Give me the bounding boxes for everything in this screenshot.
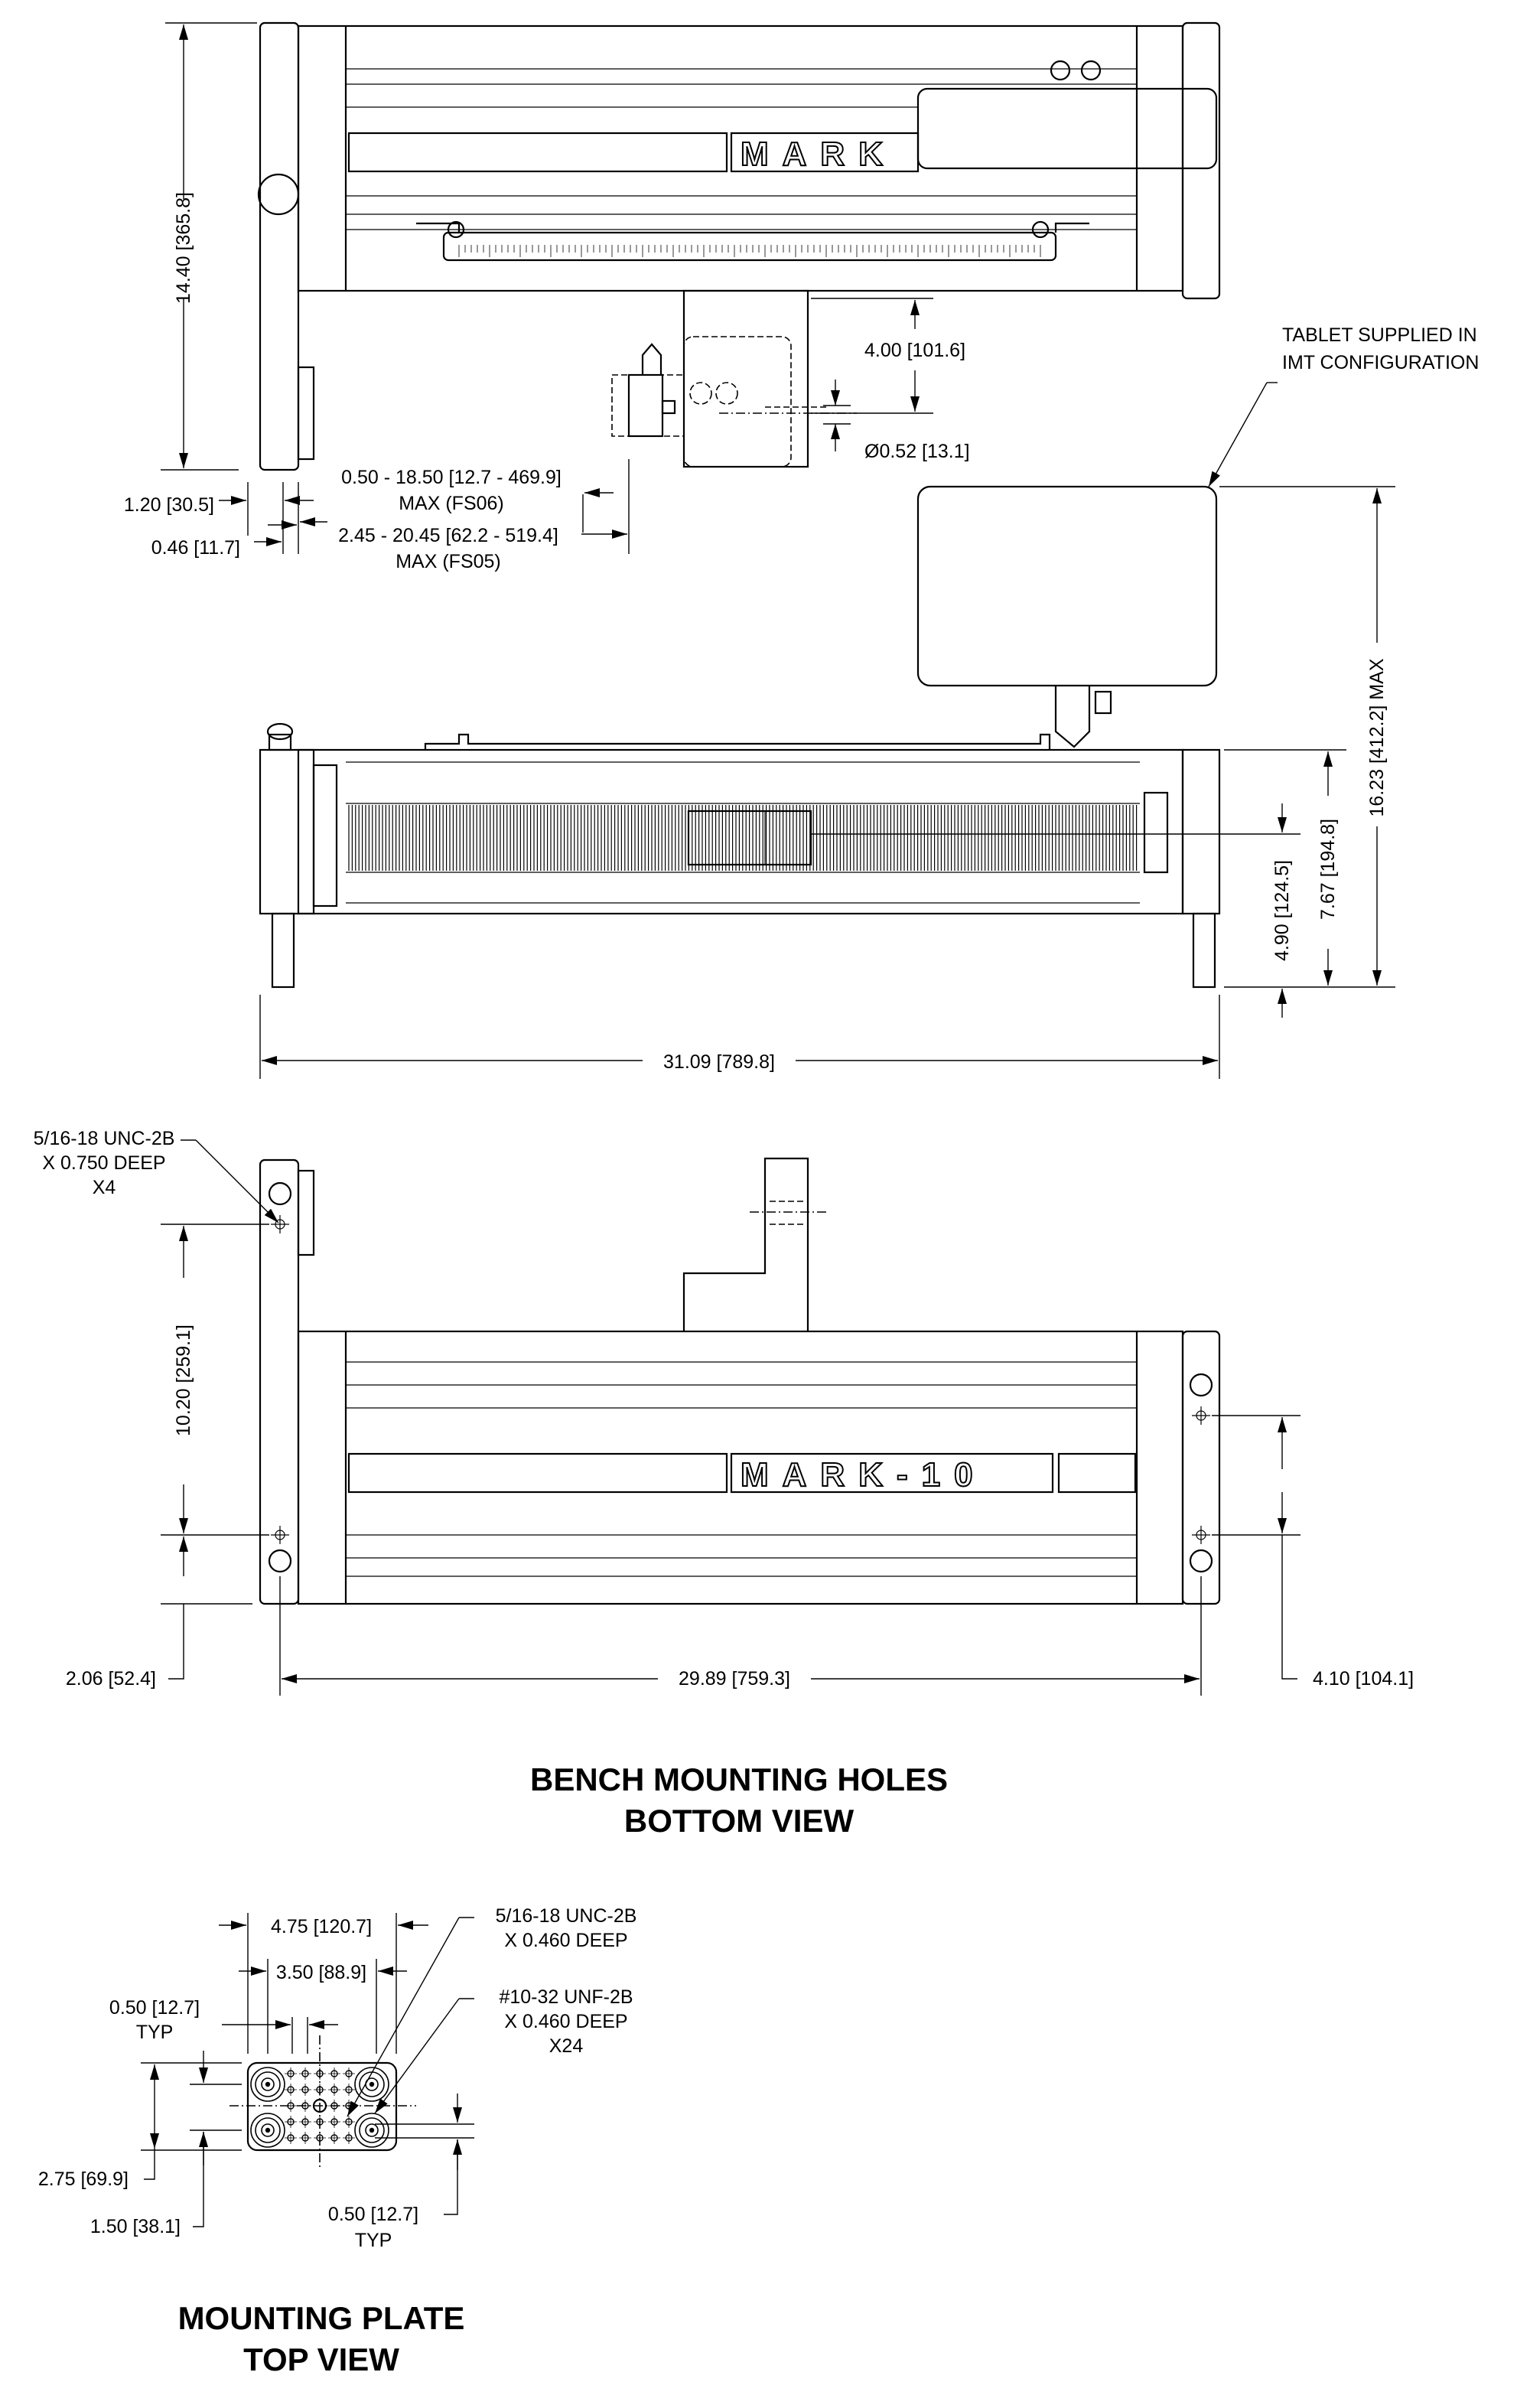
dim-travel-fs05-note: MAX (FS05) <box>396 551 501 572</box>
dim-travel-fs06-note: MAX (FS06) <box>399 493 504 514</box>
small-hole-crosshair <box>285 2132 297 2144</box>
dim-plate-inner: 3.50 [88.9] <box>276 1962 366 1983</box>
lead-screw-ribs <box>348 805 1138 871</box>
small-hole-note-line-2: X 0.460 DEEP <box>504 2011 627 2032</box>
small-hole-crosshair <box>328 2067 340 2080</box>
carriage <box>687 810 812 866</box>
tablet <box>916 485 1218 687</box>
dim-left-offset: 2.06 [52.4] <box>66 1668 156 1690</box>
dim-mid-height: 7.67 [194.8] <box>1317 819 1339 920</box>
dim-overall-width: 31.09 [789.8] <box>663 1051 775 1073</box>
large-holes <box>250 2067 389 2148</box>
large-hole-ring <box>250 2067 285 2102</box>
plate-view-title: MOUNTING PLATE <box>178 2300 465 2336</box>
dim-plate-height: 2.75 [69.9] <box>38 2169 129 2190</box>
large-hole-ring <box>354 2113 389 2148</box>
hole-note-line-1: 5/16-18 UNC-2B <box>34 1128 175 1149</box>
dim-plate-inner-height: 1.50 [38.1] <box>90 2216 181 2237</box>
mounting-hole <box>1189 1549 1213 1573</box>
dim-travel-fs06: 0.50 - 18.50 [12.7 - 469.9] <box>341 467 562 488</box>
mounting-plate-view: 4.75 [120.7] 3.50 [88.9] 0.50 [12.7] TYP… <box>38 1905 637 2377</box>
dim-pitch-x: 0.50 [12.7] <box>109 1997 200 2019</box>
tablet <box>916 87 1218 170</box>
small-hole-crosshair <box>328 2132 340 2144</box>
dim-hole-diameter: Ø0.52 [13.1] <box>864 441 970 462</box>
dim-height: 14.40 [365.8] <box>173 192 194 304</box>
dim-max-height: 16.23 [412.2] MAX <box>1366 658 1388 816</box>
top-view: MARK 14.40 [365.8] 4.00 [101.6] Ø <box>124 21 1221 572</box>
small-hole-crosshair <box>343 2132 355 2144</box>
dim-plate-width: 1.20 [30.5] <box>124 494 214 516</box>
tablet-note-line-1: TABLET SUPPLIED IN <box>1282 324 1477 346</box>
plate-view-subtitle: TOP VIEW <box>243 2341 399 2377</box>
small-hole-crosshair <box>285 2116 297 2128</box>
mounting-hole <box>1189 1373 1213 1397</box>
small-hole-crosshair <box>299 2084 311 2096</box>
mounting-hole <box>268 1549 292 1573</box>
mounting-plate <box>246 2061 398 2152</box>
brand-logo: MARK <box>741 135 897 173</box>
small-hole-crosshair <box>299 2067 311 2080</box>
dim-pitch-y-typ: TYP <box>355 2230 392 2251</box>
large-hole-center <box>369 2127 375 2133</box>
dim-plate-outer: 4.75 [120.7] <box>271 1916 372 1937</box>
large-hole-center <box>265 2081 271 2087</box>
bottom-view-title: BENCH MOUNTING HOLES <box>530 1761 948 1797</box>
large-hole-ring <box>359 2117 385 2143</box>
large-hole-center <box>265 2127 271 2133</box>
bottom-view-subtitle: BOTTOM VIEW <box>624 1803 855 1839</box>
tablet-note-line-2: IMT CONFIGURATION <box>1282 352 1479 373</box>
bottom-view: MARK-10 5/16-18 UNC-2B X 0.750 DEEP X4 1… <box>34 1128 1414 1839</box>
large-hole-ring <box>255 2071 281 2097</box>
large-hole-ring <box>261 2077 275 2091</box>
dim-low-height: 4.90 [124.5] <box>1271 860 1293 961</box>
dim-pitch-x-typ: TYP <box>136 2022 174 2043</box>
large-hole-ring <box>365 2123 379 2137</box>
small-hole-crosshair <box>343 2084 355 2096</box>
stand-bracket <box>682 1157 809 1331</box>
small-hole-note-line-1: #10-32 UNF-2B <box>499 1986 633 2008</box>
dim-hole-spacing: 10.20 [259.1] <box>173 1325 194 1436</box>
large-hole-ring <box>261 2123 275 2137</box>
small-hole-crosshair <box>328 2084 340 2096</box>
small-hole-crosshair <box>285 2067 297 2080</box>
scale-ticks <box>458 245 1041 257</box>
dim-travel-fs05: 2.45 - 20.45 [62.2 - 519.4] <box>338 525 558 546</box>
hole-note-line-2: X 0.750 DEEP <box>42 1152 165 1174</box>
knob <box>257 173 300 216</box>
small-hole-crosshair <box>343 2067 355 2080</box>
dim-offset: 0.46 [11.7] <box>151 537 240 559</box>
large-hole-ring <box>250 2113 285 2148</box>
bottom-body <box>297 1330 1184 1605</box>
left-end-plate <box>259 21 300 471</box>
small-hole-note-line-3: X24 <box>549 2035 584 2057</box>
brand-logo: MARK-10 <box>741 1456 987 1494</box>
small-hole-crosshair <box>328 2116 340 2128</box>
mounting-hole <box>268 1181 292 1206</box>
small-hole-crosshair <box>285 2084 297 2096</box>
scale-bar <box>442 231 1057 262</box>
front-body <box>297 748 1184 915</box>
right-end-plate <box>1181 21 1221 300</box>
dim-right-offset: 4.10 [104.1] <box>1313 1668 1414 1690</box>
large-hole-note-line-1: 5/16-18 UNC-2B <box>496 1905 637 1927</box>
small-hole-crosshair <box>343 2116 355 2128</box>
large-hole-note-line-2: X 0.460 DEEP <box>504 1930 627 1951</box>
large-hole-ring <box>354 2067 389 2102</box>
large-hole-ring <box>255 2117 281 2143</box>
small-hole-crosshair <box>299 2116 311 2128</box>
dim-bracket: 4.00 [101.6] <box>864 340 965 361</box>
name-plate <box>347 132 728 173</box>
front-view: 4.90 [124.5] 7.67 [194.8] 16.23 [412.2] … <box>259 485 1395 1079</box>
hole-note-line-3: X4 <box>93 1177 116 1198</box>
dim-hole-length: 29.89 [759.3] <box>679 1668 790 1690</box>
stand-bracket <box>682 289 809 468</box>
dim-pitch-y: 0.50 [12.7] <box>328 2204 418 2225</box>
large-hole-center <box>369 2081 375 2087</box>
small-hole-crosshair <box>299 2132 311 2144</box>
